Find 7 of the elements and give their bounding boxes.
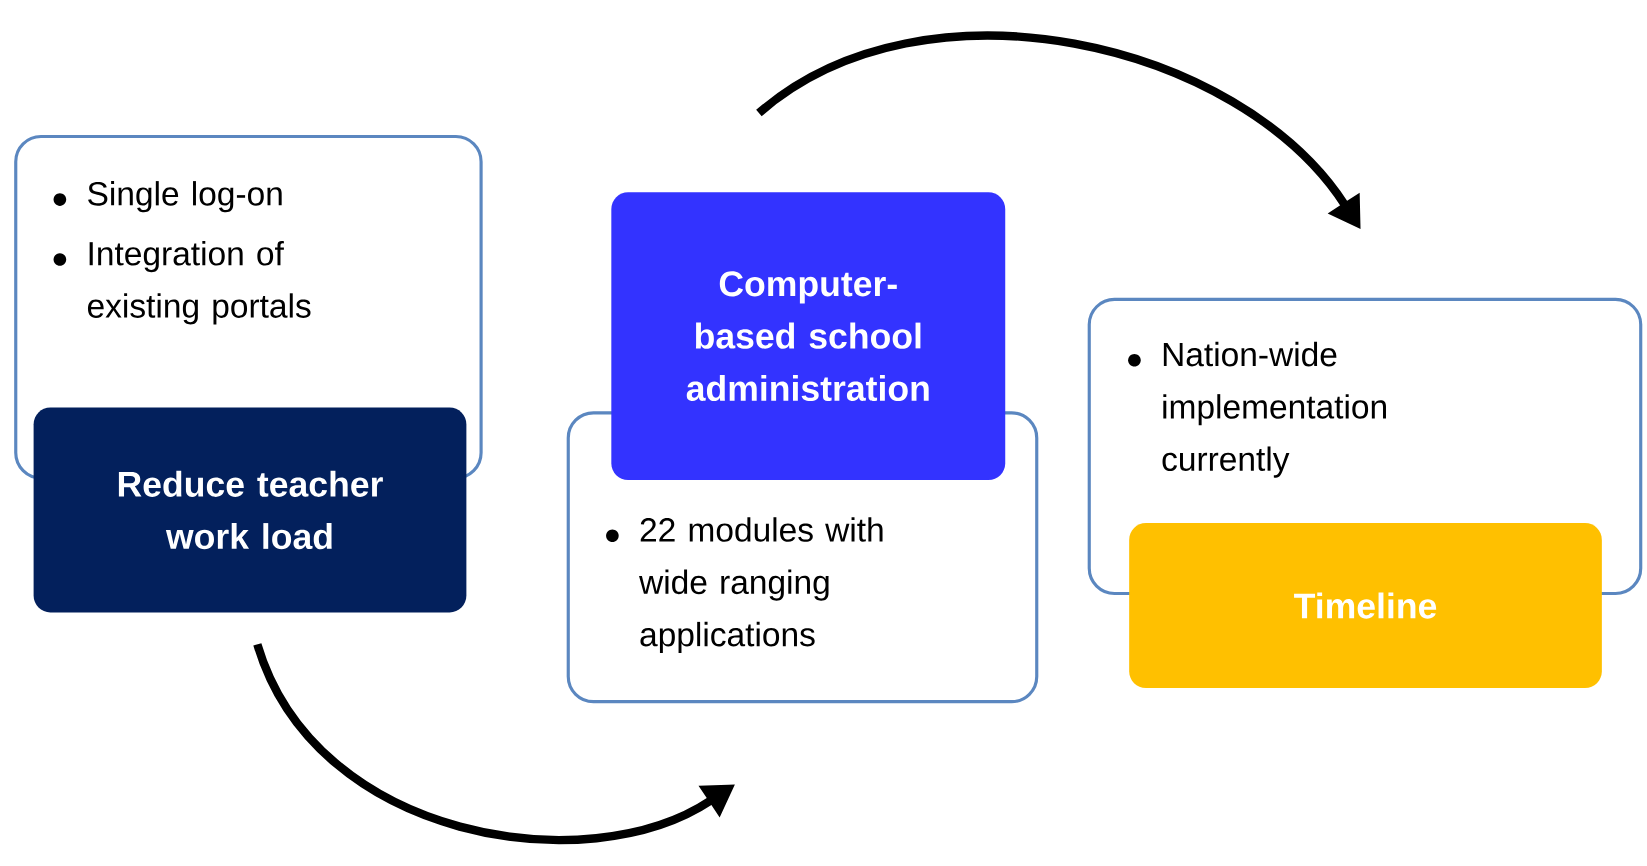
header-box: Computer-based school administration [611, 192, 1006, 481]
bullet-text: Nation-wide implementation currently [1162, 342, 1386, 478]
header-box: Reduce teacher work load [33, 407, 467, 613]
header-box: Timeline [1129, 523, 1602, 689]
bullet-text: 22 modules with wide ranging applications [639, 517, 883, 654]
bullet-text: Single log-on [88, 181, 282, 213]
bullet-text: Integration of existing portals [87, 241, 311, 325]
